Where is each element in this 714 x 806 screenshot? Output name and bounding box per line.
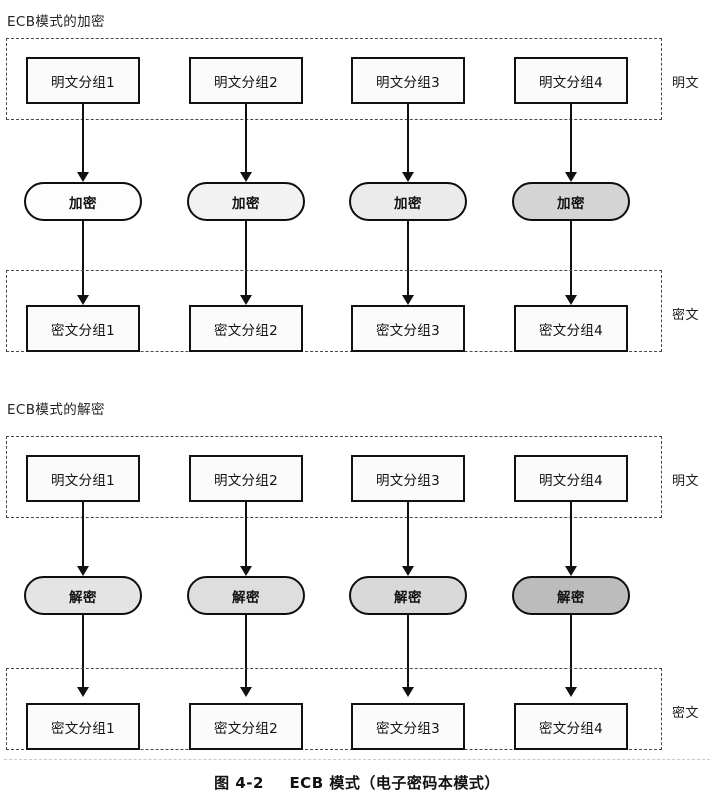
decryption-plaintext-block-4: 明文分组4 bbox=[514, 455, 628, 502]
decryption-ciphertext-block-2: 密文分组2 bbox=[189, 703, 303, 750]
decryption-ciphertext-band bbox=[6, 668, 662, 750]
encryption-ciphertext-band bbox=[6, 270, 662, 352]
encryption-process-2: 加密 bbox=[187, 182, 305, 221]
encryption-plaintext-block-3: 明文分组3 bbox=[351, 57, 465, 104]
section-title-decryption: ECB模式的解密 bbox=[7, 402, 105, 418]
encryption-plaintext-band-label: 明文 bbox=[672, 76, 700, 91]
encryption-ciphertext-band-label: 密文 bbox=[672, 308, 700, 323]
decryption-plaintext-block-2: 明文分组2 bbox=[189, 455, 303, 502]
decryption-process-1: 解密 bbox=[24, 576, 142, 615]
decryption-plaintext-block-3: 明文分组3 bbox=[351, 455, 465, 502]
decryption-ciphertext-block-1: 密文分组1 bbox=[26, 703, 140, 750]
decryption-ciphertext-block-4: 密文分组4 bbox=[514, 703, 628, 750]
figure-caption-text: ECB 模式（电子密码本模式） bbox=[289, 774, 500, 792]
figure-caption-number: 图 4-2 bbox=[214, 774, 264, 792]
encryption-process-4: 加密 bbox=[512, 182, 630, 221]
decryption-process-3: 解密 bbox=[349, 576, 467, 615]
decryption-ciphertext-band-label: 密文 bbox=[672, 706, 700, 721]
decryption-plaintext-band-label: 明文 bbox=[672, 474, 700, 489]
encryption-plaintext-block-1: 明文分组1 bbox=[26, 57, 140, 104]
encryption-plaintext-block-4: 明文分组4 bbox=[514, 57, 628, 104]
decryption-plaintext-band bbox=[6, 436, 662, 518]
encryption-ciphertext-block-2: 密文分组2 bbox=[189, 305, 303, 352]
encryption-plaintext-block-2: 明文分组2 bbox=[189, 57, 303, 104]
encryption-plaintext-band bbox=[6, 38, 662, 120]
encryption-ciphertext-block-3: 密文分组3 bbox=[351, 305, 465, 352]
section-title-encryption: ECB模式的加密 bbox=[7, 14, 105, 30]
encryption-process-1: 加密 bbox=[24, 182, 142, 221]
decryption-process-2: 解密 bbox=[187, 576, 305, 615]
decryption-process-4: 解密 bbox=[512, 576, 630, 615]
encryption-ciphertext-block-4: 密文分组4 bbox=[514, 305, 628, 352]
page-divider-rule bbox=[4, 759, 710, 760]
decryption-plaintext-block-1: 明文分组1 bbox=[26, 455, 140, 502]
decryption-ciphertext-block-3: 密文分组3 bbox=[351, 703, 465, 750]
encryption-ciphertext-block-1: 密文分组1 bbox=[26, 305, 140, 352]
encryption-process-3: 加密 bbox=[349, 182, 467, 221]
figure-caption: 图 4-2 ECB 模式（电子密码本模式） bbox=[0, 772, 714, 793]
